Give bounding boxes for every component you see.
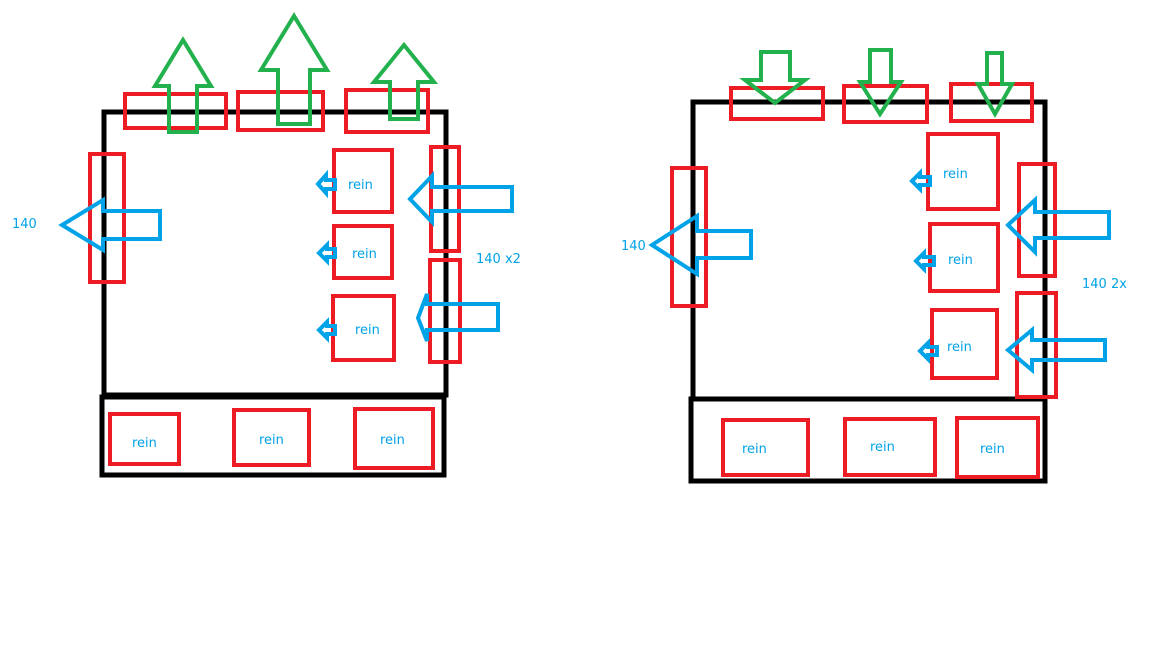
bottom-box-label: rein <box>980 442 1005 457</box>
arrow-left-icon <box>913 248 936 274</box>
arrow-down-icon <box>856 48 905 118</box>
arrow-left-icon <box>415 293 500 342</box>
arrow-left-icon <box>316 317 337 343</box>
arrow-down-icon <box>739 50 811 106</box>
inner-box <box>926 132 1000 211</box>
top-region <box>729 86 825 121</box>
bottom-box-label: rein <box>870 440 895 455</box>
left-side-region <box>88 152 126 284</box>
arrow-up-icon <box>257 12 331 126</box>
right-side-region <box>428 258 462 364</box>
arrow-left-icon <box>648 212 753 278</box>
arrow-left-icon <box>1005 195 1111 257</box>
right-diagram: 140 rein rein rein 140 2x rein rein rein <box>621 48 1127 484</box>
left-side-region <box>670 166 708 308</box>
arrow-up-icon <box>151 36 215 134</box>
bottom-box-label: rein <box>742 442 767 457</box>
arrow-left-icon <box>58 196 162 254</box>
main-frame <box>690 99 1048 402</box>
arrow-down-icon <box>974 51 1016 119</box>
bottom-box-label: rein <box>380 433 405 448</box>
right-side-region <box>1017 162 1057 278</box>
inner-box <box>930 308 999 380</box>
left-diagram: 140 rein rein rein 140 x2 rein rein rein <box>12 12 521 478</box>
bottom-box <box>232 408 311 467</box>
bottom-box-label: rein <box>259 433 284 448</box>
top-region <box>236 90 325 132</box>
arrow-left-icon <box>316 240 337 266</box>
inner-box-label: rein <box>355 323 380 338</box>
bottom-box <box>843 417 937 477</box>
inner-box-label: rein <box>947 340 972 355</box>
inner-box-label: rein <box>348 178 373 193</box>
arrow-left-icon <box>315 169 337 199</box>
top-region <box>344 88 430 134</box>
side-width-label: 140 <box>12 217 37 232</box>
arrow-left-icon <box>917 338 939 364</box>
right-side-region <box>429 145 461 253</box>
bottom-box <box>108 412 181 466</box>
arrow-left-icon <box>909 168 932 194</box>
arrow-left-icon <box>1004 325 1107 375</box>
bottom-box <box>353 407 435 470</box>
side-width-label: 140 <box>621 239 646 254</box>
arrow-up-icon <box>369 41 439 121</box>
right-side-region <box>1015 291 1058 399</box>
bottom-box <box>721 418 810 477</box>
bottom-frame <box>99 394 447 478</box>
top-region <box>842 84 929 124</box>
bottom-box <box>955 416 1040 479</box>
inner-box-label: rein <box>943 167 968 182</box>
bottom-frame <box>688 396 1048 484</box>
bottom-box-label: rein <box>132 436 157 451</box>
top-region <box>949 82 1034 123</box>
side-width-label: 140 x2 <box>476 252 521 267</box>
side-width-label: 140 2x <box>1082 277 1127 292</box>
inner-box-label: rein <box>352 247 377 262</box>
inner-box-label: rein <box>948 253 973 268</box>
top-region <box>123 92 228 130</box>
arrow-left-icon <box>407 171 514 227</box>
